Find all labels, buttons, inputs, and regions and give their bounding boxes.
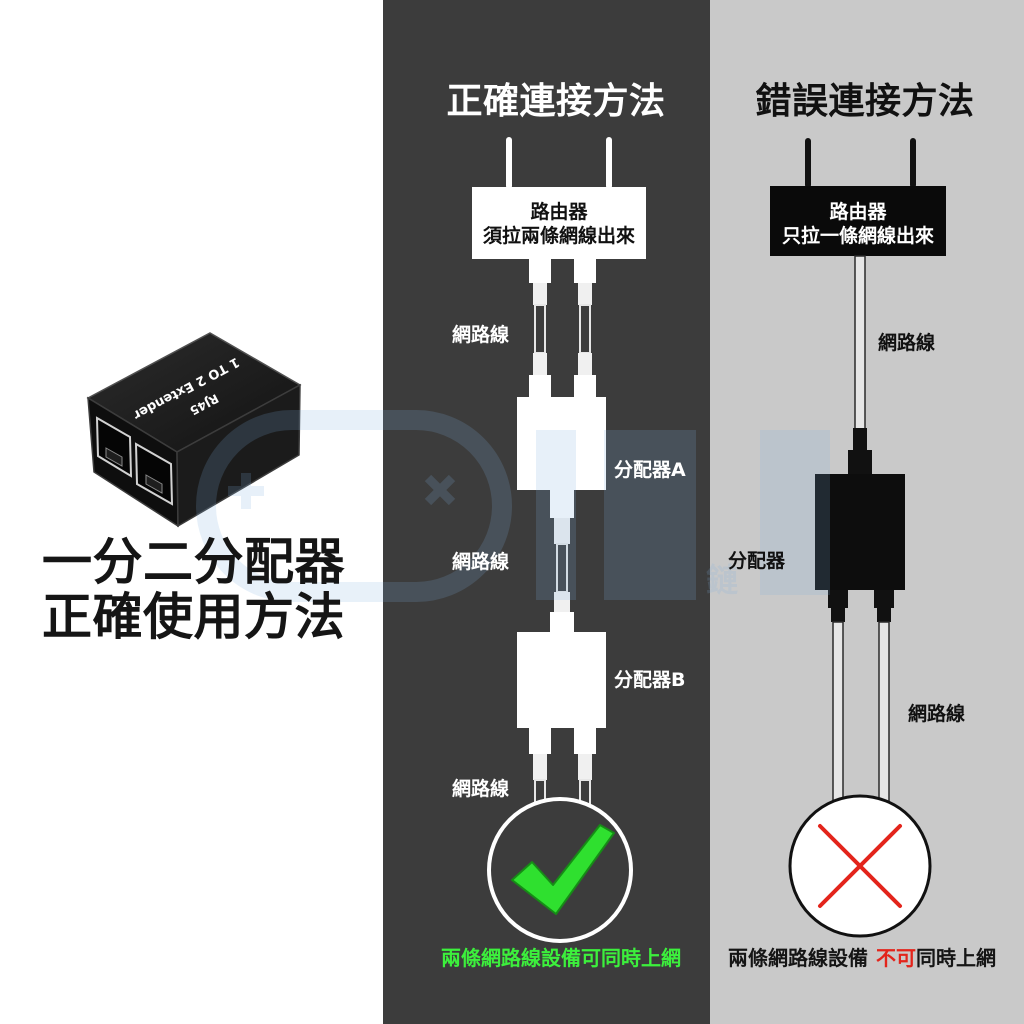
cross-stroke-2 [818, 824, 902, 908]
router-box [770, 186, 946, 256]
product-side-face [176, 383, 301, 528]
watermark-plus-h [228, 486, 264, 496]
plug-boot [533, 283, 547, 305]
plug-boot [578, 353, 592, 375]
watermark-outline [196, 410, 512, 602]
cable [579, 304, 591, 354]
cable [534, 304, 546, 354]
watermark-text: 鏈 [706, 561, 738, 599]
result-text-end: 同時上網 [916, 946, 996, 970]
watermark-block-2 [604, 430, 696, 600]
watermark-block-3 [760, 430, 830, 595]
router-antenna-left [506, 137, 512, 189]
rj45-port-2 [134, 442, 174, 506]
cable-label-top: 網路線 [452, 324, 510, 346]
splitter-b [517, 632, 606, 728]
plug-boot [831, 608, 845, 622]
wrong-result-text: 兩條網路線設備不可同時上網 [728, 946, 996, 970]
router-name: 路由器 [530, 201, 588, 223]
plug-boot [877, 608, 891, 622]
checkmark-icon [511, 824, 615, 915]
correct-router-label: 路由器 須拉兩條網線出來 [472, 200, 646, 248]
correct-result-text: 兩條網路線設備可同時上網 [441, 946, 681, 970]
cable-label-middle: 網路線 [452, 551, 510, 573]
cable-label-bottom: 網路線 [908, 703, 966, 725]
splitter-b-label: 分配器B [614, 669, 686, 691]
plug-boot [533, 754, 547, 780]
cross-icon [818, 824, 902, 908]
plug-boot [853, 428, 867, 450]
product-title-line2: 正確使用方法 [42, 588, 345, 646]
product-title-line1: 一分二分配器 [42, 533, 345, 591]
cable-label-bottom: 網路線 [452, 778, 510, 800]
plug-boot [578, 283, 592, 305]
plug-body [529, 728, 551, 754]
plug-boot [554, 592, 570, 612]
correct-method-title: 正確連接方法 [446, 81, 666, 122]
splitter-a-label: 分配器A [614, 459, 686, 481]
cable [878, 621, 890, 805]
splitter [815, 474, 905, 590]
plug-body [574, 728, 596, 754]
plug-body [529, 259, 551, 283]
watermark-logo: 鏈 [196, 410, 830, 602]
cable [832, 621, 844, 805]
splitter-label: 分配器 [728, 550, 786, 572]
plug-body [550, 490, 574, 518]
correct-diagram [472, 137, 646, 943]
router-box [472, 187, 646, 259]
result-text-highlight: 不可 [876, 946, 916, 970]
watermark-plus-v [241, 473, 251, 509]
wrong-router-label: 路由器 只拉一條網線出來 [770, 200, 946, 248]
plug-body [874, 590, 894, 608]
cable [854, 255, 866, 431]
router-name: 路由器 [829, 201, 887, 223]
router-antenna-right [910, 138, 916, 188]
watermark-block-1 [536, 430, 576, 600]
router-note: 只拉一條網線出來 [781, 225, 934, 247]
cable-label-top: 網路線 [878, 332, 936, 354]
plug-boot [578, 754, 592, 780]
plug-body [828, 590, 848, 608]
plug-boot [533, 353, 547, 375]
plug-body [574, 259, 596, 283]
plug-body [529, 375, 551, 398]
plug-body [848, 450, 872, 475]
router-antenna-left [805, 138, 811, 188]
rj45-port-2-tab [145, 474, 163, 494]
plug-body [550, 612, 574, 633]
router-antenna-right [606, 137, 612, 189]
plug-boot [554, 518, 570, 544]
wrong-diagram [770, 138, 946, 938]
rj45-port-1-tab [105, 447, 123, 467]
watermark-x-2 [424, 474, 456, 506]
splitter-a [517, 397, 606, 490]
plug-body [574, 375, 596, 398]
wrong-method-title: 錯誤連接方法 [755, 81, 975, 122]
result-text-start: 兩條網路線設備 [728, 946, 868, 970]
router-note: 須拉兩條網線出來 [482, 225, 635, 247]
result-circle [487, 797, 633, 943]
watermark-x-1 [424, 474, 456, 506]
rj45-splitter-icon: 1 TO 2 Extender RJ45 [86, 332, 302, 528]
